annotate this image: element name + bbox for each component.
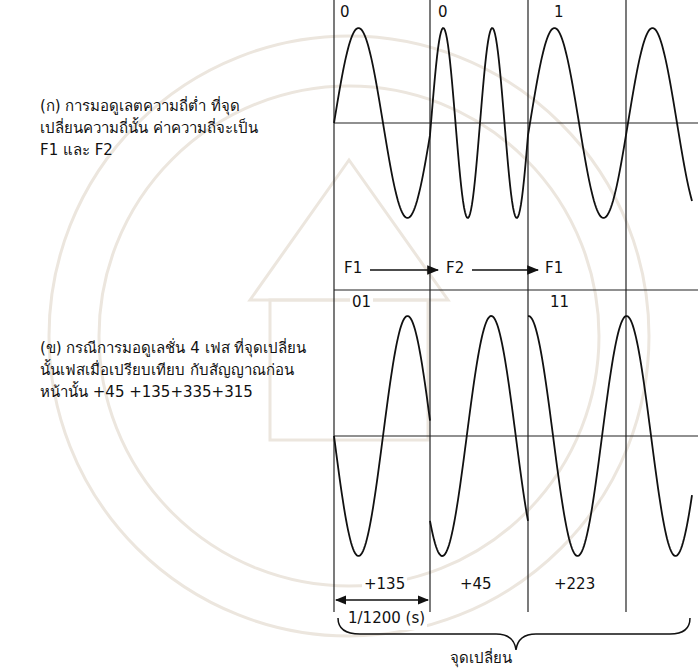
fsk-waveform [334, 28, 692, 218]
duration-label: 1/1200 (s) [346, 608, 427, 630]
phase-shift: +45 [458, 574, 494, 596]
psk-waveform [528, 316, 692, 556]
symbol-bits: 01 [350, 292, 373, 314]
annotation-text: (ก) การมอดูเลตความถี่ต่ำ ที่จุดเปลี่ยนคว… [38, 96, 267, 161]
dimension-arrow [336, 599, 428, 600]
frequency-label: F1 [342, 258, 364, 280]
psk-waveform [430, 316, 528, 556]
bit-value: 1 [552, 2, 566, 24]
annotation-text: (ข) กรณีการมอดูเลชั่น 4 เฟส ที่จุดเปลี่ย… [38, 338, 317, 403]
bit-value: 0 [338, 2, 352, 24]
phase-shift: +223 [552, 574, 597, 596]
grid-lines [334, 0, 698, 612]
phase-shift: +135 [362, 574, 407, 596]
bit-value: 0 [436, 2, 450, 24]
brace-label: จุดเปลี่ยน [448, 648, 514, 670]
symbol-bits: 11 [548, 292, 571, 314]
waveforms [334, 28, 692, 556]
psk-waveform [334, 316, 430, 556]
frequency-label: F1 [543, 258, 565, 280]
frequency-label: F2 [444, 258, 466, 280]
